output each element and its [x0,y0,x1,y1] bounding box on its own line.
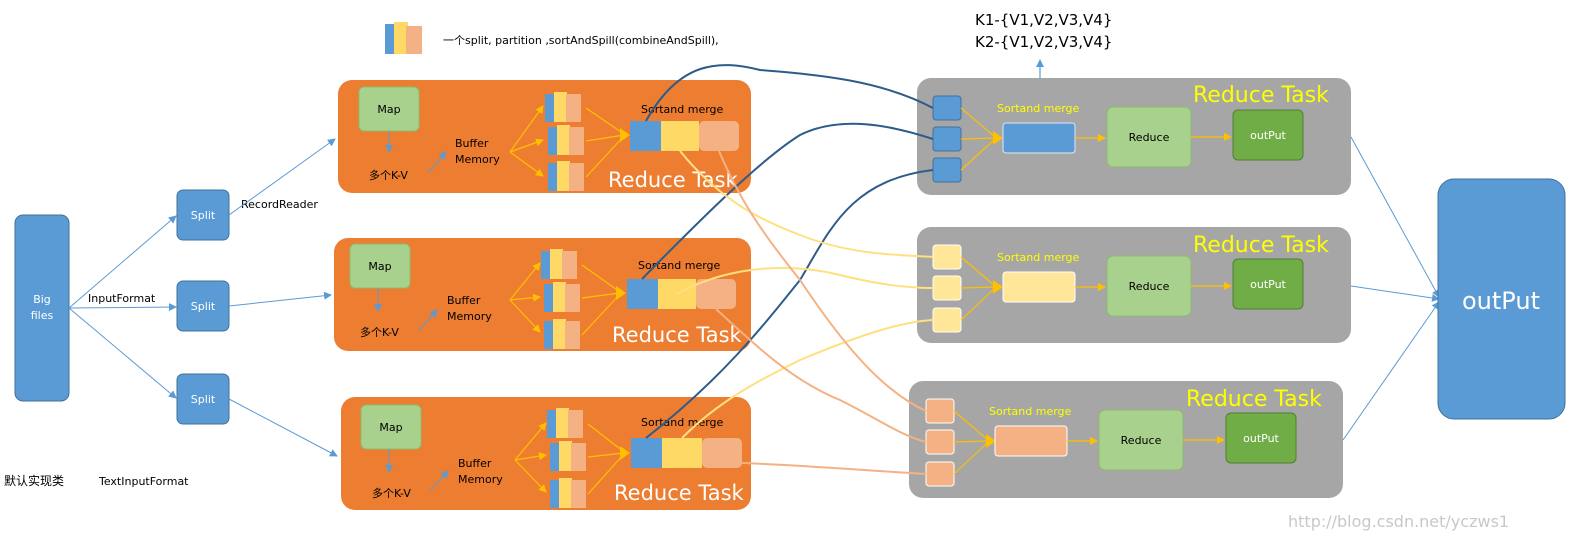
reduce-box-label: Reduce [1121,434,1162,447]
reduce-box-label: Reduce [1129,131,1170,144]
map-task-2: Map 多个K-V Buffer Memory Sortand merge Re… [334,238,751,351]
output-box-label: outPut [1250,278,1286,291]
svg-text:Split: Split [191,300,216,313]
reduce-task-3: Sortand merge Reduce outPut Reduce Task [909,381,1343,498]
map-task-1: Map 多个K-V Buffer Memory Sortand merge Re… [338,80,751,193]
map-task-3: Map 多个K-V Buffer Memory Sortand merge Re… [341,397,751,510]
split-3: Split [176,373,230,425]
map-box-label: Map [379,421,402,434]
shuffle-links [641,64,934,475]
map-panel-title: Reduce Task [608,168,739,192]
legend-stack-yellow [394,22,408,54]
sort-merge-label: Sortand merge [997,251,1080,264]
sort-merge-label: Sortand merge [641,103,724,116]
svg-text:Buffer: Buffer [455,137,489,150]
svg-text:Memory: Memory [447,310,492,323]
reduce-task-2: Sortand merge Reduce outPut Reduce Task [917,227,1351,343]
k1-values: K1-{V1,V2,V3,V4} [975,11,1112,29]
svg-text:Big: Big [33,293,51,306]
legend-text: 一个split, partition ,sortAndSpill(combine… [443,34,719,47]
reduce-task-1: Sortand merge Reduce outPut Reduce Task [917,78,1351,195]
sort-merge-label: Sortand merge [997,102,1080,115]
svg-text:Memory: Memory [455,153,500,166]
watermark: http://blog.csdn.net/yczws1 [1288,512,1509,531]
output-box-label: outPut [1243,432,1279,445]
final-output-label: outPut [1462,287,1540,315]
reduce-panel-title: Reduce Task [1193,233,1329,258]
reduce-panel-title: Reduce Task [1193,83,1329,108]
kv-label: 多个K-V [372,486,411,500]
input-format-label: InputFormat [88,292,156,305]
map-panel-title: Reduce Task [612,323,743,347]
split-1: Split [176,189,230,241]
reduce-panel-title: Reduce Task [1186,387,1322,412]
legend-stack-salmon [406,26,422,54]
svg-text:Split: Split [191,393,216,406]
split-2: Split [176,280,230,332]
output-box-label: outPut [1250,129,1286,142]
reduce-box-label: Reduce [1129,280,1170,293]
big-files: Big files [14,214,70,402]
default-impl-label: 默认实现类 [4,473,64,488]
map-panel-title: Reduce Task [614,481,745,505]
final-output: outPut [1437,178,1566,420]
map-box-label: Map [368,260,391,273]
svg-text:Buffer: Buffer [447,294,481,307]
svg-text:Buffer: Buffer [458,457,492,470]
svg-text:Split: Split [191,209,216,222]
record-reader-label: RecordReader [241,198,318,211]
svg-text:Memory: Memory [458,473,503,486]
kv-label: 多个K-V [360,325,399,339]
svg-text:files: files [31,309,54,322]
sort-merge-label: Sortand merge [641,416,724,429]
text-input-format-label: TextInputFormat [98,475,189,488]
k2-values: K2-{V1,V2,V3,V4} [975,33,1112,51]
kv-label: 多个K-V [369,168,408,182]
legend: 一个split, partition ,sortAndSpill(combine… [385,22,719,54]
map-box-label: Map [377,103,400,116]
sort-merge-label: Sortand merge [989,405,1072,418]
